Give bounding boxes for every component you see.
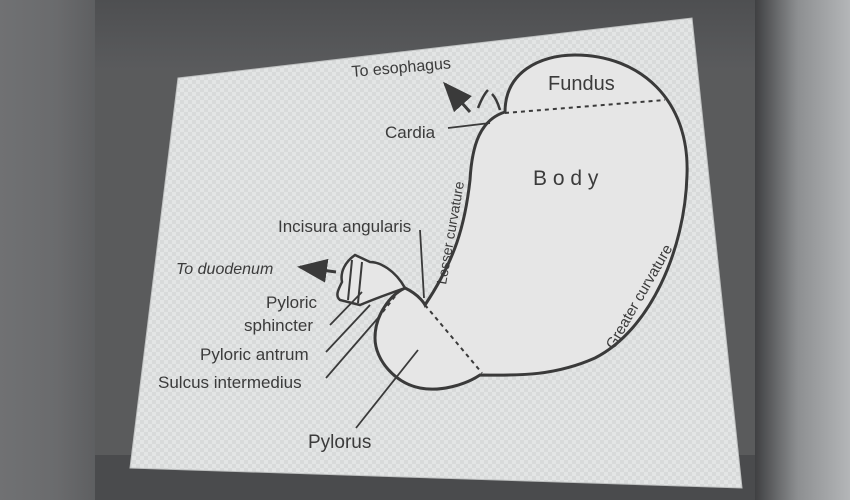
- label-body: B o d y: [533, 167, 599, 190]
- label-sulcus-intermedius: Sulcus intermedius: [158, 373, 302, 392]
- esophagus-arrow: [443, 81, 472, 113]
- label-fundus: Fundus: [548, 73, 615, 95]
- label-pyloric-sphincter-line2: sphincter: [244, 316, 313, 335]
- label-to-duodenum: To duodenum: [176, 261, 273, 278]
- label-incisura-angularis: Incisura angularis: [278, 217, 411, 236]
- label-pylorus: Pylorus: [308, 432, 371, 453]
- label-pyloric-antrum: Pyloric antrum: [200, 345, 309, 364]
- stomach-shape: [336, 53, 689, 391]
- label-pyloric-sphincter-line1: Pyloric: [266, 293, 318, 312]
- leader-lines: [325, 122, 491, 429]
- room-wall-right: [755, 0, 850, 500]
- room-wall-left: [0, 0, 95, 500]
- label-cardia: Cardia: [385, 123, 436, 142]
- duodenum-arrow: [297, 258, 337, 283]
